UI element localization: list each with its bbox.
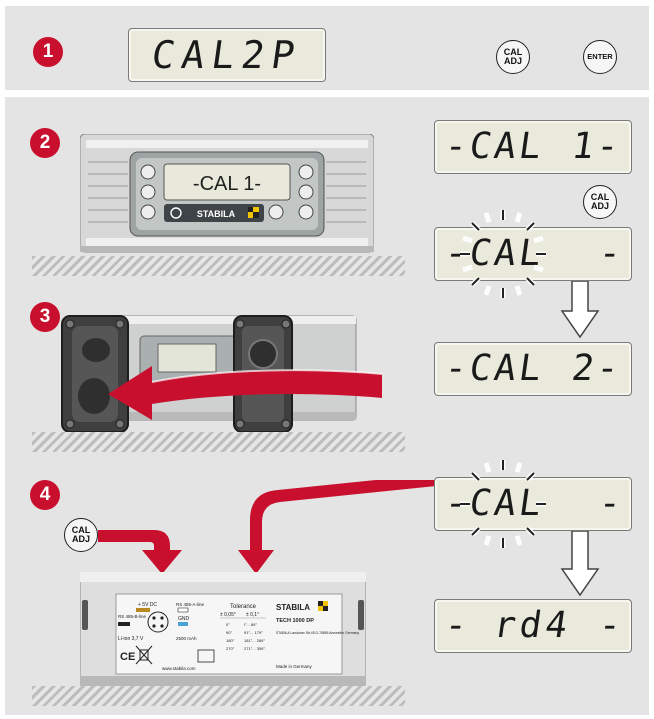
cal-adj-button-icon[interactable]: CAL ADJ — [583, 185, 617, 219]
label-address: STABILA Landauer Str.45 D-76855 Annweile… — [276, 631, 359, 635]
label-tol-row0-a: 0° — [226, 622, 230, 627]
label-model: TECH 1000 DP — [276, 618, 314, 624]
label-tol-row2-b: 181°... 269° — [244, 638, 265, 643]
level-device-front: -CAL 1- STABILA — [80, 134, 374, 253]
step3-lcd: -CAL 2- — [434, 342, 632, 396]
label-tol-row2-a: 180° — [226, 638, 235, 643]
step1-badge: 1 — [33, 37, 63, 67]
label-made-in: Made in Germany — [276, 664, 313, 669]
power-icon — [170, 207, 182, 219]
label-tol-row3-b: 271°... 359° — [244, 646, 265, 651]
level-device-back: + 5V DC RS 485-B-line RS 485-A-line GND … — [80, 572, 366, 687]
step3-badge: 3 — [30, 302, 60, 332]
label-tol-row1-a: 90° — [226, 630, 232, 635]
device-display-text: -CAL 1- — [193, 173, 261, 195]
down-arrow-icon — [560, 531, 600, 597]
ground-step2 — [32, 256, 405, 276]
rotation-arrow-icon — [108, 366, 383, 420]
label-battery: Li-ion 3,7 V — [118, 636, 144, 642]
label-rs485-b: RS 485-B-line — [118, 614, 147, 619]
step1-display: CAL2P — [128, 28, 326, 82]
label-tol-row1-b: 91°... 179° — [244, 630, 263, 635]
label-tol-col1: ± 0,05° — [220, 612, 236, 618]
label-tolerance-title: Tolerance — [230, 604, 257, 610]
ce-mark-icon: CE — [120, 651, 135, 663]
cal-adj-button-icon[interactable]: CAL ADJ — [496, 40, 530, 74]
blink-indicator-icon — [460, 460, 546, 548]
label-tol-row3-a: 270° — [226, 646, 235, 651]
cal-adj-button-icon[interactable]: CAL ADJ — [64, 518, 98, 552]
label-tol-row0-b: l°... 89° — [244, 622, 257, 627]
blink-indicator-icon — [460, 210, 546, 298]
ground-step4 — [32, 686, 405, 706]
label-gnd: GND — [178, 616, 190, 622]
label-capacity: 2500 mAh — [176, 636, 197, 641]
red-press-arrows — [98, 480, 436, 574]
down-arrow-icon — [560, 281, 600, 339]
step1-display-text: CAL2P — [149, 33, 305, 77]
step2-lcd-a: -CAL 1- — [434, 120, 632, 174]
label-rs485-a: RS 485-A-line — [176, 602, 205, 607]
step1-panel — [5, 6, 649, 90]
label-website: www.stabila.com — [162, 666, 196, 671]
device-brand: STABILA — [197, 209, 236, 219]
enter-button-icon[interactable]: ENTER — [583, 40, 617, 74]
step2-badge: 2 — [30, 128, 60, 158]
label-power: + 5V DC — [138, 602, 157, 608]
label-tol-col2: ± 0,1° — [246, 612, 259, 618]
weee-bin-icon — [135, 645, 153, 665]
step4-lcd-b: - rd4 - — [434, 599, 632, 653]
step4-badge: 4 — [30, 480, 60, 510]
label-brand: STABILA — [276, 603, 310, 612]
ground-step3 — [32, 432, 405, 452]
